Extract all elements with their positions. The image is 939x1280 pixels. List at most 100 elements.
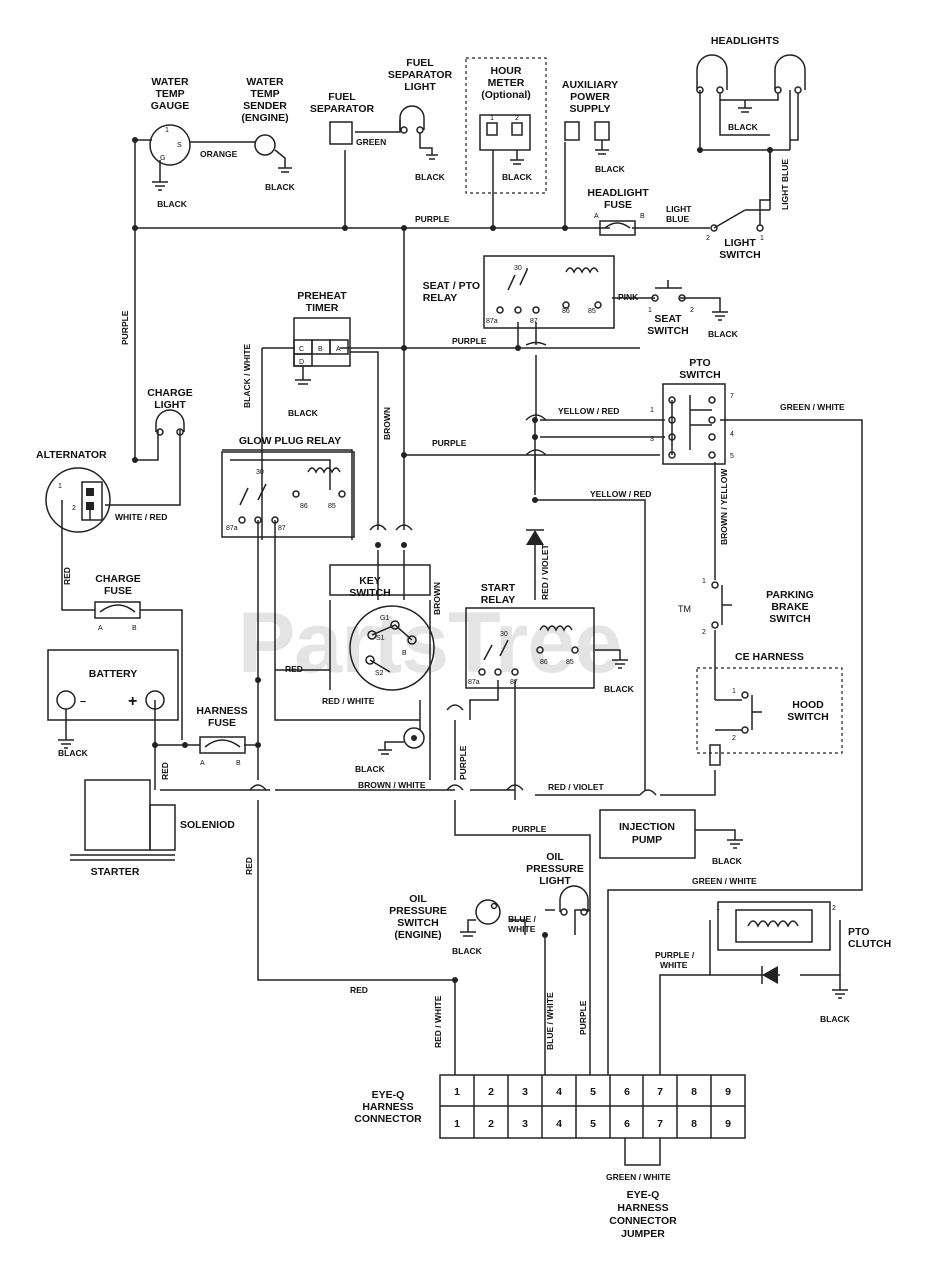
svg-text:HARNESS: HARNESS — [617, 1202, 668, 1214]
svg-text:CLUTCH: CLUTCH — [848, 938, 891, 950]
svg-text:3: 3 — [522, 1118, 528, 1130]
svg-text:RED: RED — [244, 857, 254, 875]
svg-text:S: S — [177, 142, 182, 149]
svg-text:FUSE: FUSE — [604, 199, 632, 211]
svg-text:METER: METER — [488, 77, 525, 89]
ce-harness: CE HARNESS 1 2 HOOD SWITCH — [696, 651, 843, 766]
svg-text:CHARGE: CHARGE — [147, 387, 193, 399]
svg-text:SWITCH: SWITCH — [719, 249, 760, 261]
svg-text:3: 3 — [650, 436, 654, 443]
svg-text:SEPARATOR: SEPARATOR — [388, 69, 453, 81]
svg-text:6: 6 — [624, 1118, 630, 1130]
svg-text:AUXILIARY: AUXILIARY — [562, 79, 618, 91]
svg-text:SOLENIOD: SOLENIOD — [180, 819, 235, 831]
pto-clutch: 1 2 PTO CLUTCH BLACK PURPLE / WHITE — [655, 901, 891, 1024]
svg-text:D: D — [299, 359, 304, 366]
svg-text:PURPLE: PURPLE — [432, 438, 467, 448]
svg-text:A: A — [200, 760, 205, 767]
svg-text:5: 5 — [590, 1118, 596, 1130]
preheat-timer: PREHEAT TIMER C B A D BLACK BLACK / WHIT… — [242, 290, 487, 440]
alternator: ALTERNATOR 1 2 WHITE / RED RED — [36, 449, 167, 585]
svg-text:RED: RED — [285, 664, 303, 674]
svg-text:LIGHT: LIGHT — [724, 237, 756, 249]
watermark-tm: TM — [678, 604, 691, 614]
svg-text:WHITE: WHITE — [660, 960, 688, 970]
svg-text:BLACK: BLACK — [265, 182, 296, 192]
svg-text:4: 4 — [556, 1118, 562, 1130]
svg-text:BLACK: BLACK — [728, 122, 759, 132]
crossovers — [249, 341, 657, 796]
svg-text:GAUGE: GAUGE — [151, 100, 190, 112]
svg-text:SEAT / PTO: SEAT / PTO — [423, 280, 480, 292]
svg-text:BLACK: BLACK — [712, 856, 743, 866]
svg-text:1: 1 — [165, 127, 169, 134]
svg-text:87: 87 — [510, 679, 518, 686]
svg-text:PINK: PINK — [618, 292, 639, 302]
oil-pressure-light: OIL PRESSURE LIGHT GREEN / WHITE — [526, 851, 757, 916]
seat-switch: 1 2 PINK SEAT SWITCH BLACK — [618, 280, 739, 339]
svg-text:BROWN: BROWN — [382, 407, 392, 440]
svg-text:7: 7 — [657, 1118, 663, 1130]
svg-text:HEADLIGHT: HEADLIGHT — [587, 187, 649, 199]
svg-text:(Optional): (Optional) — [481, 89, 531, 101]
svg-text:BLACK: BLACK — [502, 172, 533, 182]
svg-text:CE HARNESS: CE HARNESS — [735, 651, 804, 663]
svg-text:5: 5 — [590, 1086, 596, 1098]
svg-text:S2: S2 — [375, 670, 384, 677]
svg-text:BLUE: BLUE — [666, 214, 689, 224]
svg-text:HOOD: HOOD — [792, 699, 824, 711]
svg-text:RED / WHITE: RED / WHITE — [322, 696, 375, 706]
svg-text:BROWN / YELLOW: BROWN / YELLOW — [719, 468, 729, 545]
svg-text:1: 1 — [454, 1086, 460, 1098]
connector-pins-bottom: 1 2 3 4 5 6 7 8 9 — [454, 1118, 731, 1130]
svg-text:LIGHT: LIGHT — [154, 399, 186, 411]
svg-text:B: B — [236, 760, 241, 767]
svg-text:(ENGINE): (ENGINE) — [394, 929, 441, 941]
svg-text:2: 2 — [832, 905, 836, 912]
injection-pump: INJECTION PUMP BLACK — [599, 809, 743, 866]
svg-text:87: 87 — [530, 318, 538, 325]
svg-text:LIGHT BLUE: LIGHT BLUE — [780, 159, 790, 210]
svg-text:EYE-Q: EYE-Q — [372, 1089, 405, 1101]
water-temp-gauge: WATER TEMP GAUGE 1 S G BLACK — [149, 76, 191, 209]
svg-text:BROWN / WHITE: BROWN / WHITE — [358, 780, 426, 790]
svg-text:BLACK: BLACK — [595, 164, 626, 174]
battery: BATTERY − + BLACK — [47, 649, 179, 758]
svg-text:RED / WHITE: RED / WHITE — [433, 995, 443, 1048]
svg-text:(ENGINE): (ENGINE) — [241, 112, 288, 124]
svg-text:SWITCH: SWITCH — [647, 325, 688, 337]
svg-text:7: 7 — [657, 1086, 663, 1098]
svg-text:LIGHT: LIGHT — [539, 875, 571, 887]
svg-text:WATER: WATER — [151, 76, 189, 88]
harness-fuse: HARNESS FUSE A B RED — [160, 705, 248, 780]
headlight-fuse: HEADLIGHT FUSE A B LIGHT BLUE — [587, 187, 692, 236]
svg-text:87: 87 — [278, 525, 286, 532]
parking-brake-switch: 1 2 PARKING BRAKE SWITCH — [702, 578, 814, 636]
svg-text:SEAT: SEAT — [654, 313, 682, 325]
svg-text:86: 86 — [540, 659, 548, 666]
svg-text:1: 1 — [650, 407, 654, 414]
key-switch: KEY SWITCH S1 G1 B S2 BROWN RED RED / WH… — [285, 564, 442, 774]
svg-text:BATTERY: BATTERY — [89, 668, 137, 680]
svg-text:B: B — [318, 346, 323, 353]
svg-text:1: 1 — [760, 235, 764, 242]
svg-text:8: 8 — [691, 1118, 697, 1130]
svg-text:RED: RED — [160, 762, 170, 780]
light-switch: 2 1 LIGHT SWITCH LIGHT BLUE — [706, 150, 790, 261]
svg-text:A: A — [336, 346, 341, 353]
starter-solenoid: SOLENIOD STARTER BROWN / WHITE RED RED — [70, 779, 426, 995]
svg-text:GLOW PLUG RELAY: GLOW PLUG RELAY — [239, 435, 341, 447]
svg-text:4: 4 — [730, 431, 734, 438]
svg-text:1: 1 — [648, 307, 652, 314]
svg-text:OIL: OIL — [409, 893, 427, 905]
charge-fuse: CHARGE FUSE A B — [94, 573, 141, 632]
svg-text:BROWN: BROWN — [432, 582, 442, 615]
svg-text:BLACK: BLACK — [415, 172, 446, 182]
svg-text:ALTERNATOR: ALTERNATOR — [36, 449, 107, 461]
svg-text:BLACK: BLACK — [708, 329, 739, 339]
svg-text:8: 8 — [691, 1086, 697, 1098]
svg-text:A: A — [98, 625, 103, 632]
svg-text:30: 30 — [256, 469, 264, 476]
wires — [61, 90, 863, 1166]
svg-text:9: 9 — [725, 1118, 731, 1130]
